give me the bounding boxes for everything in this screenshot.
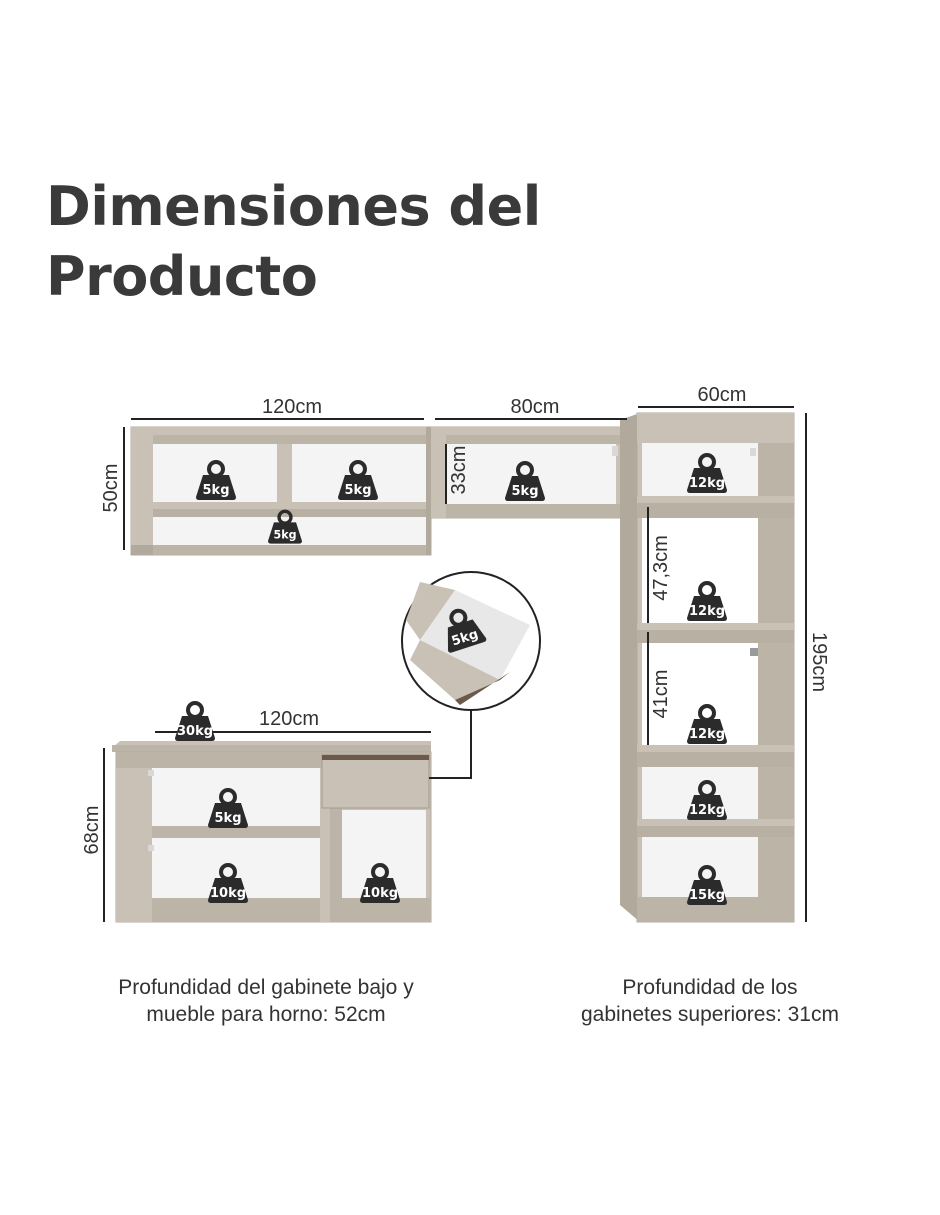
weight-tower-3: 12kg	[689, 727, 725, 742]
weight-badge-icon: 30kg	[173, 701, 217, 743]
weight-badge-icon: 10kg	[206, 863, 250, 905]
upper-depth-caption-line-2: gabinetes superiores: 31cm	[581, 1003, 839, 1026]
weight-upper-left-3: 5kg	[274, 529, 297, 542]
weight-badge-icon: 12kg	[685, 581, 729, 623]
weight-tower-4: 12kg	[689, 803, 725, 818]
weight-tower-5: 15kg	[689, 888, 725, 903]
weight-badge-icon: 5kg	[206, 788, 250, 830]
base-depth-caption-line-1: Profundidad del gabinete bajo y	[118, 976, 414, 999]
page-title-line-1: Dimensiones del	[46, 175, 541, 238]
weight-badge-icon: 5kg	[503, 461, 547, 503]
dim-upper-left-height: 50cm	[100, 464, 122, 513]
weight-base-bottom-left: 10kg	[210, 886, 246, 901]
weight-badge-icon: 5kg	[336, 460, 380, 502]
upper-middle-cabinet	[430, 426, 627, 519]
weight-base-top: 30kg	[177, 724, 213, 739]
weight-base-bottom-right: 10kg	[362, 886, 398, 901]
dim-upper-mid-inner-height: 33cm	[448, 446, 470, 495]
dim-upper-left-width: 120cm	[262, 396, 322, 418]
base-depth-caption: Profundidad del gabinete bajo y mueble p…	[86, 974, 446, 1028]
page-title-line-2: Producto	[46, 245, 318, 308]
weight-tower-2: 12kg	[689, 604, 725, 619]
upper-depth-caption-line-1: Profundidad de los	[622, 976, 798, 999]
weight-upper-mid: 5kg	[512, 484, 539, 499]
weight-badge-icon: 12kg	[685, 453, 729, 495]
base-depth-caption-line-2: mueble para horno: 52cm	[146, 1003, 386, 1026]
weight-badge-icon: 5kg	[194, 460, 238, 502]
dim-tower-height: 195cm	[808, 632, 830, 692]
weight-badge-icon: 5kg	[266, 509, 304, 546]
weight-tower-1: 12kg	[689, 476, 725, 491]
base-cabinet	[112, 741, 432, 923]
weight-badge-icon: 5kg	[435, 602, 489, 656]
upper-depth-caption: Profundidad de los gabinetes superiores:…	[540, 974, 880, 1028]
dim-base-height: 68cm	[81, 806, 103, 855]
weight-upper-left-1: 5kg	[203, 483, 230, 498]
dim-tower-width: 60cm	[698, 384, 747, 406]
dim-tower-shelf-2: 41cm	[650, 670, 672, 719]
weight-base-shelf: 5kg	[215, 811, 242, 826]
weight-badge-icon: 12kg	[685, 780, 729, 822]
page-title: Dimensiones del Producto	[46, 172, 541, 312]
weight-badge-icon: 10kg	[358, 863, 402, 905]
dim-upper-mid-width: 80cm	[511, 396, 560, 418]
weight-badge-icon: 15kg	[685, 865, 729, 907]
weight-badge-icon: 12kg	[685, 704, 729, 746]
dim-base-width: 120cm	[259, 708, 319, 730]
weight-upper-left-2: 5kg	[345, 483, 372, 498]
dim-tower-shelf-1: 47,3cm	[650, 535, 672, 601]
